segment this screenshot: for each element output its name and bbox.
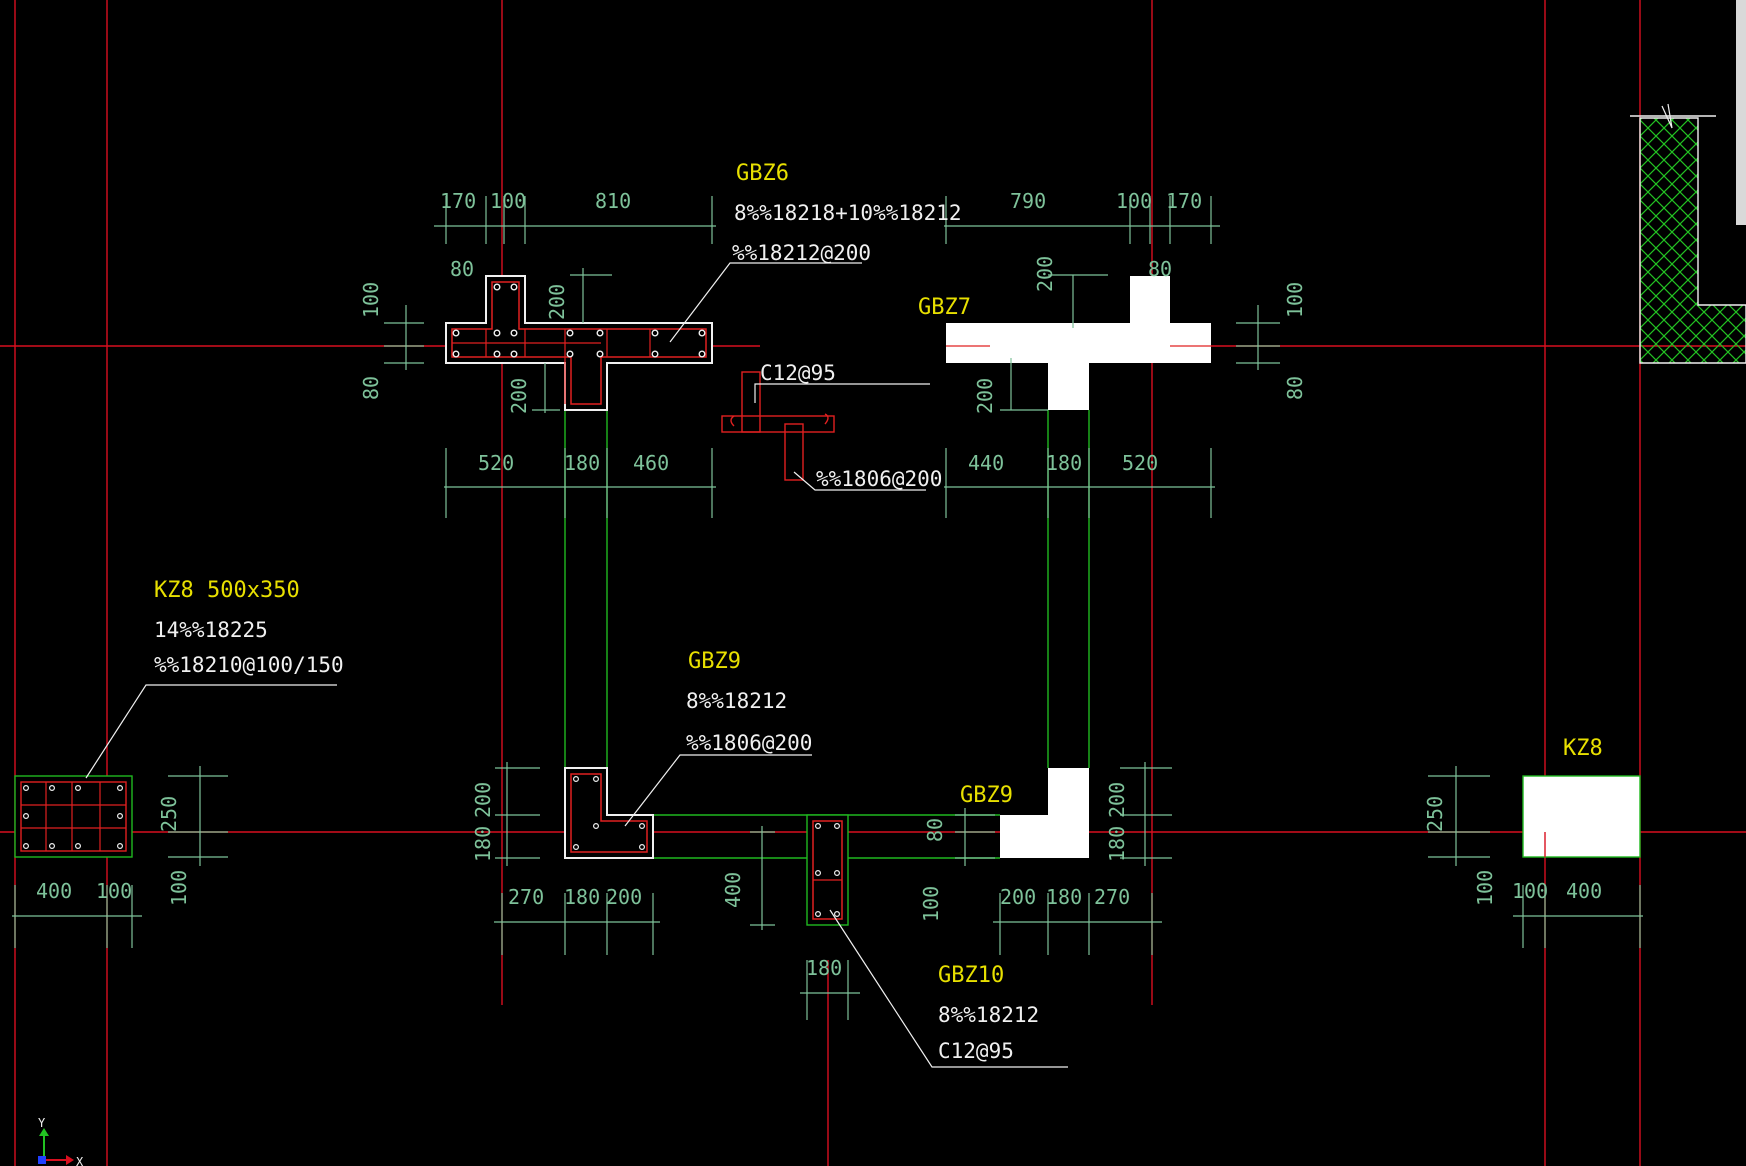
dim-gbz9-left-side-1: 200 <box>471 782 495 818</box>
dim-gbz9-right-bottom-3: 270 <box>1094 885 1130 909</box>
label-gbz10-name: GBZ10 <box>938 963 1004 988</box>
dim-gbz9-left-bottom-2: 180 <box>564 885 600 909</box>
ucs-x-label: X <box>76 1155 84 1166</box>
label-gbz9-right-name: GBZ9 <box>960 783 1013 808</box>
dim-gbz9-right-100: 100 <box>919 886 943 922</box>
dim-gbz7-bottom-2: 180 <box>1046 451 1082 475</box>
dim-gbz9-left-bottom-1: 270 <box>508 885 544 909</box>
dim-kz8-right-bottom-1: 100 <box>1512 879 1548 903</box>
dim-kz8-left-bottom-1: 400 <box>36 879 72 903</box>
kz8-right-section[interactable] <box>1522 775 1641 858</box>
label-gbz7-name: GBZ7 <box>918 295 971 320</box>
dim-gbz7-top-1: 790 <box>1010 189 1046 213</box>
dim-gbz7-top-2: 100 <box>1116 189 1152 213</box>
dim-kz8-right-side: 250 <box>1423 796 1447 832</box>
label-kz8-left-name: KZ8 500x350 <box>154 578 300 603</box>
ucs-icon: Y X <box>38 1116 84 1166</box>
dim-gbz6-bottom-2: 180 <box>564 451 600 475</box>
label-gbz6-name: GBZ6 <box>736 161 789 186</box>
ucs-y-label: Y <box>38 1116 46 1130</box>
label-gbz6-stirrup: %%18212@200 <box>732 241 871 265</box>
label-gbz9-left-stirrup: %%1806@200 <box>686 731 812 755</box>
leader-lines <box>85 262 1068 1068</box>
label-gbz10-stirrup: C12@95 <box>938 1039 1014 1063</box>
dim-kz8-left-side: 250 <box>157 796 181 832</box>
dim-gbz9-left-side-2: 180 <box>471 826 495 862</box>
dim-gbz6-web-bottom: 200 <box>507 378 531 414</box>
label-gbz10-main: 8%%18212 <box>938 1003 1039 1027</box>
toolbar-rail[interactable] <box>1736 0 1746 225</box>
dim-gbz9-right-bottom-1: 200 <box>1000 885 1036 909</box>
dim-gbz9-left-bottom-3: 200 <box>606 885 642 909</box>
label-kz8-left-stirrup: %%18210@100/150 <box>154 653 344 677</box>
dim-gbz6-left-2: 80 <box>359 376 383 400</box>
gbz7-section[interactable] <box>946 276 1211 410</box>
dim-gbz7-flange: 80 <box>1148 257 1172 281</box>
dim-gbz7-bottom-3: 520 <box>1122 451 1158 475</box>
dimension-lines <box>12 196 1643 1020</box>
dim-gbz6-web-top: 200 <box>545 284 569 320</box>
dim-gbz7-top-3: 170 <box>1166 189 1202 213</box>
dim-kz8-right-bottom-2: 400 <box>1566 879 1602 903</box>
dim-kz8-right-side2: 100 <box>1473 870 1497 906</box>
dim-gbz6-top-1: 170 <box>440 189 476 213</box>
dim-gbz7-right-2: 80 <box>1283 376 1307 400</box>
dim-gbz7-right-1: 100 <box>1283 282 1307 318</box>
dim-gbz9-right-bottom-2: 180 <box>1046 885 1082 909</box>
dim-gbz7-web-top: 200 <box>1033 256 1057 292</box>
dim-gbz9-right-side-2: 180 <box>1105 826 1129 862</box>
gbz10-section[interactable] <box>806 814 849 926</box>
label-gbz9-left-name: GBZ9 <box>688 649 741 674</box>
gbz9-left-section[interactable] <box>564 767 654 859</box>
dim-gbz7-web-bottom: 200 <box>973 378 997 414</box>
dim-gbz6-left-1: 100 <box>359 282 383 318</box>
dim-kz8-left-bottom-2: 100 <box>96 879 132 903</box>
label-gbz7-bar: C12@95 <box>760 361 836 385</box>
dim-kz8-left-side2: 100 <box>167 870 191 906</box>
dim-gbz7-bottom-1: 440 <box>968 451 1004 475</box>
label-kz8-right-name: KZ8 <box>1563 736 1603 761</box>
dim-gbz10-side: 400 <box>721 872 745 908</box>
rebar-hook-detail <box>721 371 835 481</box>
dim-gbz6-bottom-3: 460 <box>633 451 669 475</box>
dim-gbz6-top-3: 810 <box>595 189 631 213</box>
kz8-left-section[interactable] <box>14 775 133 858</box>
label-gbz7-stirrup: %%1806@200 <box>816 467 942 491</box>
dim-gbz6-top-2: 100 <box>490 189 526 213</box>
hatched-wall <box>1630 103 1746 364</box>
dim-gbz10-bottom: 180 <box>806 956 842 980</box>
dim-gbz9-right-side-1: 200 <box>1105 782 1129 818</box>
dim-gbz9-right-80: 80 <box>923 818 947 842</box>
dim-gbz6-bottom-1: 520 <box>478 451 514 475</box>
label-kz8-left-main: 14%%18225 <box>154 618 268 642</box>
dim-gbz6-flange: 80 <box>450 257 474 281</box>
label-gbz6-main: 8%%18218+10%%18212 <box>734 201 962 225</box>
gbz9-right-section[interactable] <box>1000 768 1089 858</box>
label-gbz9-left-main: 8%%18212 <box>686 689 787 713</box>
gbz6-section[interactable] <box>445 275 713 411</box>
